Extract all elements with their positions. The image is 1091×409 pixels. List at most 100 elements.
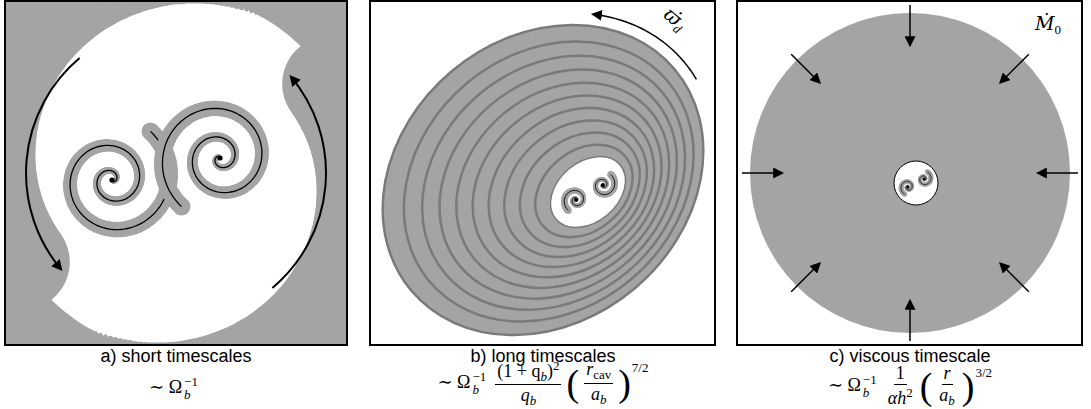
superscript: −1 xyxy=(184,375,198,388)
fraction: 1αh2 xyxy=(886,364,915,408)
formula-text: a xyxy=(591,384,600,404)
gas-stream xyxy=(250,10,253,13)
denominator: qb xyxy=(519,385,539,408)
large-parenthesis: ) xyxy=(618,364,631,402)
caption-text: b) long timescales xyxy=(471,346,616,366)
superscript: −1 xyxy=(863,373,877,386)
eccentric-disc xyxy=(370,1,715,345)
timescale-formula: ∼ Ω−1b(1 + qb)2qb(rcavab)7/2 xyxy=(438,359,649,408)
panel-caption: b) long timescales xyxy=(471,347,616,367)
panel-frame xyxy=(737,1,1082,345)
large-parenthesis: ( xyxy=(920,367,933,405)
formula-text: ∼ Ω xyxy=(438,373,471,393)
inflow-arrow xyxy=(1038,172,1078,174)
formula-text: a xyxy=(939,385,948,405)
disc-ring xyxy=(457,75,686,300)
spiral-line xyxy=(163,108,262,206)
formula-text: ) xyxy=(547,361,553,381)
numerator: rcav xyxy=(584,360,613,384)
formula-text: (1 + q xyxy=(497,361,540,381)
superscript: 2 xyxy=(553,358,560,373)
disc-ring xyxy=(517,126,651,257)
spiral-line xyxy=(901,181,912,194)
binary-short-panel xyxy=(5,1,347,345)
numerator: 1 xyxy=(894,364,907,385)
formula-text: q xyxy=(521,385,530,405)
precession-label: ϖ̇d xyxy=(658,3,690,35)
sub-superscript: −1b xyxy=(472,370,486,396)
gas-stream xyxy=(91,329,92,330)
fraction: rcavab xyxy=(584,360,613,406)
subscript: b xyxy=(540,369,547,384)
disc-ring xyxy=(497,109,662,271)
subscript: cav xyxy=(593,367,611,382)
large-parenthesis: ) xyxy=(962,367,975,405)
numerator: r xyxy=(942,364,953,385)
disc-ring xyxy=(371,3,715,345)
denominator: αh2 xyxy=(886,385,915,408)
black-hole-dot xyxy=(922,177,925,180)
caption-text: c) viscous timescale xyxy=(830,346,991,366)
superscript: 7/2 xyxy=(632,361,649,375)
disc-ring xyxy=(477,92,674,285)
black-hole-dot xyxy=(109,177,114,182)
formula-text: r xyxy=(586,359,593,379)
subscript: b xyxy=(863,386,877,399)
timescale-formula: ∼ Ω−1b xyxy=(149,375,203,401)
inflow-arrow xyxy=(791,264,819,292)
spiral-line xyxy=(564,190,583,210)
superscript: −1 xyxy=(472,370,486,383)
sub-superscript: −1b xyxy=(184,375,198,401)
black-hole-dot xyxy=(906,185,909,188)
panel-frame xyxy=(370,1,715,345)
panel-caption: c) viscous timescale xyxy=(830,347,991,367)
superscript: 2 xyxy=(906,385,913,400)
subscript: b xyxy=(472,383,486,396)
flow-arrow xyxy=(272,77,326,288)
inflow-arrow xyxy=(909,301,911,341)
panel-caption: a) short timescales xyxy=(101,347,252,367)
fraction: rab xyxy=(937,364,957,408)
formula-text: αh xyxy=(888,388,906,408)
sub-superscript: −1b xyxy=(863,373,877,399)
gas-stream xyxy=(239,5,244,10)
gas-stream xyxy=(260,16,261,17)
inflow-arrow xyxy=(1001,54,1029,82)
formula-text: ∼ Ω xyxy=(828,376,861,396)
numerator: (1 + qb)2 xyxy=(495,359,561,386)
subscript: b xyxy=(530,393,537,408)
timescale-formula: ∼ Ω−1b1αh2(rab)3/2 xyxy=(828,364,992,408)
subscript: 0 xyxy=(1054,22,1061,37)
gas-stream xyxy=(108,336,113,341)
gas-stream xyxy=(99,333,102,336)
subscript: b xyxy=(600,392,607,407)
eccentric-disc-panel xyxy=(370,1,715,345)
black-hole-dot xyxy=(601,183,605,187)
inflow-arrow xyxy=(909,5,911,45)
accretion-rate-label: Ṁ0 xyxy=(1035,14,1061,36)
disc-ring xyxy=(393,22,715,345)
spiral-line xyxy=(596,175,615,195)
denominator: ab xyxy=(937,385,957,408)
gas-stream xyxy=(103,334,107,338)
disc-ring xyxy=(370,1,715,345)
black-hole-dot xyxy=(217,155,222,160)
superscript: 3/2 xyxy=(975,366,992,380)
symbol: Ṁ xyxy=(1035,12,1054,34)
inflow-arrow xyxy=(1001,264,1029,292)
subscript: b xyxy=(184,388,198,401)
disc-ring xyxy=(415,40,711,330)
gas-stream xyxy=(255,13,257,15)
precession-arrow xyxy=(593,14,696,79)
disc-ring xyxy=(436,58,698,315)
gas-stream xyxy=(95,331,97,333)
denominator: ab xyxy=(589,384,609,407)
formula-text: ∼ Ω xyxy=(149,378,182,398)
spiral-line xyxy=(920,172,931,185)
formula-text: r xyxy=(944,363,951,383)
spiral-line xyxy=(70,131,169,229)
viscous-disc-panel xyxy=(742,5,1078,341)
circumbinary-disc xyxy=(750,13,1070,333)
cavity xyxy=(894,161,938,205)
subscript: b xyxy=(948,393,955,408)
